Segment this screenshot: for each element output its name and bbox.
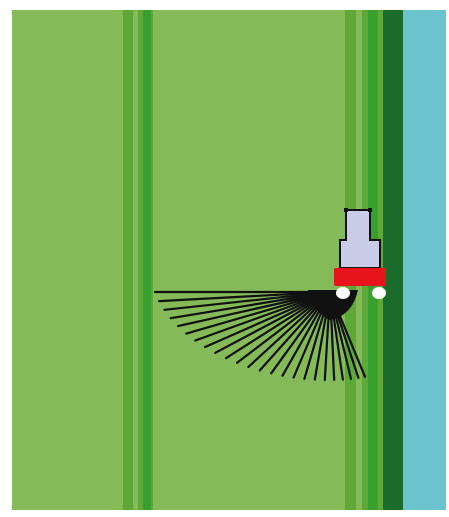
tractor-hitch — [334, 268, 386, 286]
tractor-wheel-right — [372, 287, 386, 299]
sweep-line — [163, 290, 332, 311]
sweep-line — [177, 290, 332, 328]
sweep-line — [158, 290, 332, 303]
water-area — [403, 10, 446, 510]
tractor-corner-mark — [344, 208, 348, 212]
field-area[interactable] — [12, 10, 384, 510]
sweep-line — [194, 290, 332, 342]
field-boundary — [383, 10, 403, 510]
tractor-icon[interactable] — [334, 208, 386, 299]
sweep-line — [169, 290, 332, 320]
tractor-corner-mark — [368, 208, 372, 212]
tractor-wheel-left — [336, 287, 350, 299]
sweep-line — [185, 290, 332, 335]
guidance-line-left — [123, 10, 153, 510]
sweep-line — [214, 290, 332, 354]
sweep-line — [204, 290, 332, 349]
